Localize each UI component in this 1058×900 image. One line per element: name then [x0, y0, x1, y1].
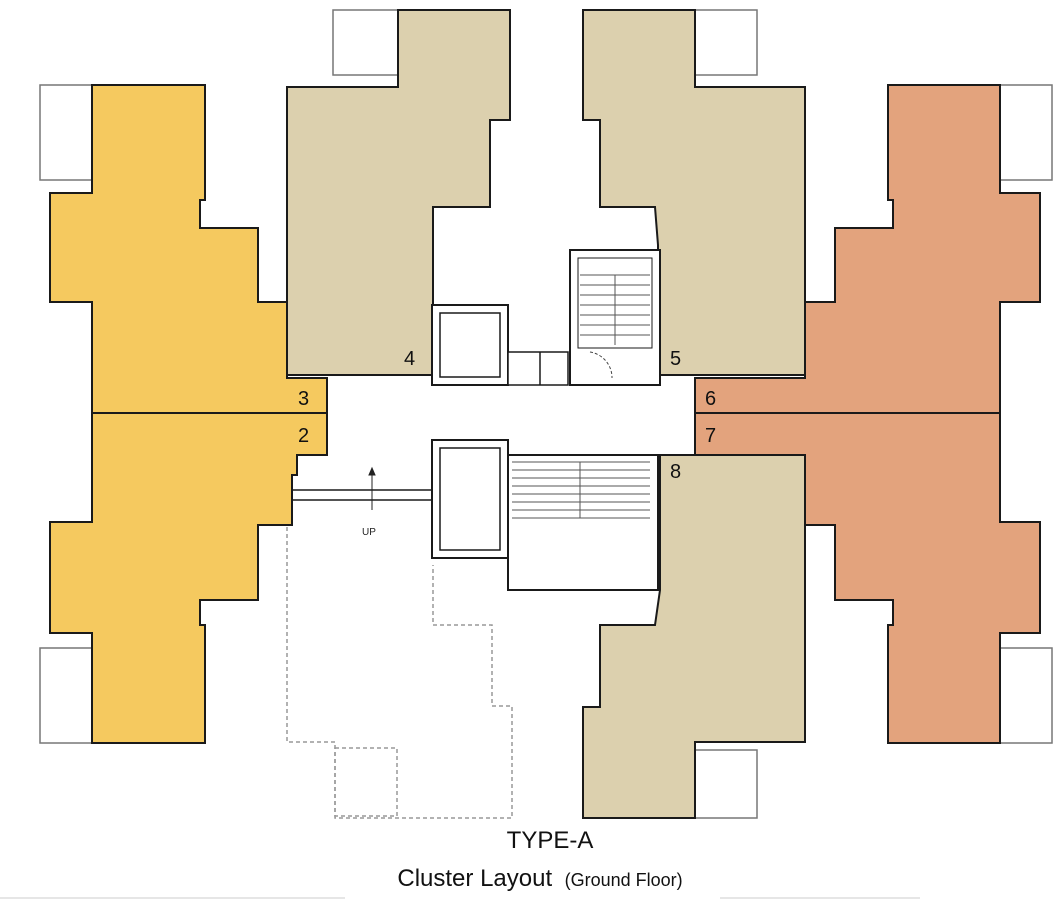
lower-stair-treads — [512, 461, 650, 519]
balcony-top-left-outer — [39, 84, 93, 181]
balcony-bottom-left-outer — [39, 647, 93, 744]
unit-label-2: 2 — [298, 425, 309, 447]
unit-8-shape — [582, 454, 806, 819]
unit-label-6: 6 — [705, 388, 716, 410]
unit-label-7: 7 — [705, 425, 716, 447]
central-core — [431, 249, 661, 591]
unit-block-2-3 — [49, 84, 328, 744]
balcony-top-left-inner — [332, 9, 399, 76]
balcony-bottom-right-inner — [694, 749, 758, 819]
balcony-bottom-right-outer — [999, 647, 1053, 744]
balconies — [39, 9, 1053, 819]
beige-units — [286, 9, 806, 819]
unit-label-8: 8 — [670, 461, 681, 483]
balcony-top-right-outer — [999, 84, 1053, 181]
dashed-outline — [286, 520, 513, 819]
entrance-walkway — [292, 489, 432, 501]
stair-up-label: UP — [362, 527, 376, 538]
unit-2-shape — [49, 412, 328, 744]
unit-6-shape — [694, 84, 1041, 414]
balcony-top-right-inner — [694, 9, 758, 76]
upper-lift-shaft — [431, 304, 509, 386]
lower-stair — [507, 454, 659, 591]
unit-label-3: 3 — [298, 388, 309, 410]
up-arrow-icon — [368, 466, 376, 510]
unit-7-shape — [694, 412, 1041, 744]
plan-subtitle: Cluster Layout — [397, 865, 552, 892]
unit-label-4: 4 — [404, 348, 415, 370]
upper-stair-treads — [580, 274, 650, 345]
unit-3-shape — [49, 84, 328, 414]
unit-labels: 4 5 3 2 6 7 8 — [298, 348, 716, 483]
plan-title: TYPE-A — [507, 827, 594, 854]
unit-block-6-7 — [694, 84, 1041, 744]
plan-subtitle-note: (Ground Floor) — [565, 870, 683, 890]
plan-subtitle-line: Cluster Layout (Ground Floor) — [397, 865, 682, 892]
unit-4-shape — [286, 9, 511, 376]
lower-lift-shaft — [431, 439, 509, 559]
unit-label-5: 5 — [670, 348, 681, 370]
